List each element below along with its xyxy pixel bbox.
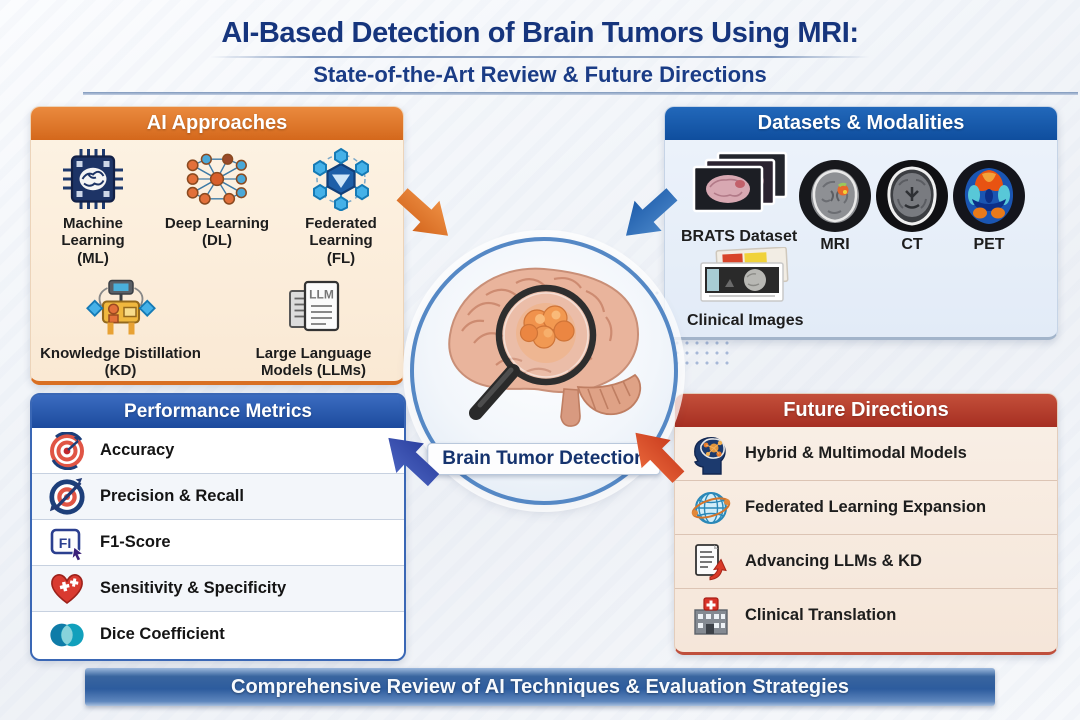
svg-text:FI: FI xyxy=(59,535,71,551)
ct-scan-icon xyxy=(875,159,949,233)
metric-row: Precision & Recall xyxy=(32,474,404,520)
header: AI-Based Detection of Brain Tumors Using… xyxy=(0,0,1080,88)
datasets-panel: Datasets & Modalities BRATS Dataset xyxy=(664,106,1058,340)
future-row: Advancing LLMs & KD xyxy=(675,535,1057,589)
f1-key-icon: FI xyxy=(48,524,86,562)
future-directions-title: Future Directions xyxy=(675,394,1057,427)
dataset-label: Clinical Images xyxy=(687,312,804,329)
mri-scan-icon xyxy=(798,159,872,233)
page-subtitle: State-of-the-Art Review & Future Directi… xyxy=(313,62,767,87)
svg-text:LLM: LLM xyxy=(309,287,334,301)
globe-icon xyxy=(689,486,733,530)
item-label: Federated Learning xyxy=(305,215,377,250)
item-abbr: (DL) xyxy=(202,232,232,250)
page-title: AI-Based Detection of Brain Tumors Using… xyxy=(221,17,859,49)
metric-row: FI F1-Score xyxy=(32,520,404,566)
brain-magnifier-illustration xyxy=(428,253,660,449)
list-item: MRI xyxy=(798,159,872,254)
list-item: PET xyxy=(952,159,1026,254)
item-label: Machine Learning xyxy=(61,215,125,250)
head-network-icon xyxy=(689,432,733,476)
item-abbr: Models (LLMs) xyxy=(261,362,366,379)
neural-network-icon xyxy=(182,143,252,215)
item-label: Deep Learning xyxy=(164,215,270,232)
metric-row: Accuracy xyxy=(32,428,404,474)
list-item: BRATS Dataset xyxy=(681,151,797,246)
future-label: Federated Learning Expansion xyxy=(745,498,987,516)
footer-banner: Comprehensive Review of AI Techniques & … xyxy=(85,668,995,706)
performance-metrics-panel: Performance Metrics Accuracy xyxy=(30,393,406,661)
metric-label: Dice Coefficient xyxy=(100,625,225,643)
heart-cross-icon xyxy=(48,570,86,608)
item-abbr: (FL) xyxy=(326,249,356,267)
footer-banner-text: Comprehensive Review of AI Techniques & … xyxy=(231,675,849,698)
metric-label: Sensitivity & Specificity xyxy=(100,579,287,597)
item-abbr: (ML) xyxy=(77,249,109,267)
future-label: Hybrid & Multimodal Models xyxy=(745,444,967,462)
modality-label: MRI xyxy=(820,236,850,253)
venn-overlap-icon xyxy=(48,616,86,654)
modality-label: CT xyxy=(901,236,923,253)
pet-scan-icon xyxy=(952,159,1026,233)
metric-row: Dice Coefficient xyxy=(32,612,404,657)
performance-metrics-title: Performance Metrics xyxy=(32,395,404,428)
metric-label: Accuracy xyxy=(100,441,175,459)
llm-document-icon: LLM xyxy=(281,273,347,345)
item-label: Large Language xyxy=(255,344,372,362)
modality-label: PET xyxy=(973,236,1005,253)
future-row: Clinical Translation xyxy=(675,589,1057,642)
document-up-arrow-icon xyxy=(689,540,733,584)
future-directions-panel: Future Directions Hybrid & Multimodal Mo… xyxy=(674,393,1058,655)
target-arrow-icon xyxy=(48,477,86,516)
ai-approaches-panel: AI Approaches xyxy=(30,106,404,385)
title-divider xyxy=(210,56,870,58)
metric-label: F1-Score xyxy=(100,533,171,551)
brain-detection-circle: Brain Tumor Detection xyxy=(410,237,678,505)
list-item: Clinical Images xyxy=(687,247,804,330)
image-stack-icon xyxy=(688,151,790,225)
list-item: CT xyxy=(875,159,949,254)
list-item: Deep Learning (DL) xyxy=(158,143,276,250)
future-row: Federated Learning Expansion xyxy=(675,481,1057,535)
hex-network-icon xyxy=(308,143,374,215)
ai-approaches-title: AI Approaches xyxy=(31,107,403,140)
future-row: Hybrid & Multimodal Models xyxy=(675,427,1057,481)
metric-row: Sensitivity & Specificity xyxy=(32,566,404,612)
distillation-machine-icon xyxy=(85,273,156,345)
clinical-photos-icon xyxy=(695,247,795,309)
chip-brain-icon xyxy=(60,143,126,215)
future-label: Clinical Translation xyxy=(745,606,897,624)
list-item: Federated Learning (FL) xyxy=(282,143,400,267)
datasets-title: Datasets & Modalities xyxy=(665,107,1057,140)
dataset-label: BRATS Dataset xyxy=(681,228,798,245)
list-item: Knowledge Distillation (KD) xyxy=(38,273,203,380)
list-item: LLM Large Language Models (LLMs) xyxy=(231,273,396,380)
header-divider xyxy=(83,92,1078,95)
item-abbr: (KD) xyxy=(104,362,137,379)
target-icon xyxy=(48,431,86,470)
metric-label: Precision & Recall xyxy=(100,487,244,505)
future-label: Advancing LLMs & KD xyxy=(745,552,922,570)
center-caption: Brain Tumor Detection xyxy=(427,443,661,475)
hospital-icon xyxy=(689,594,733,638)
list-item: Machine Learning (ML) xyxy=(34,143,152,267)
item-label: Knowledge Distillation xyxy=(40,344,201,362)
